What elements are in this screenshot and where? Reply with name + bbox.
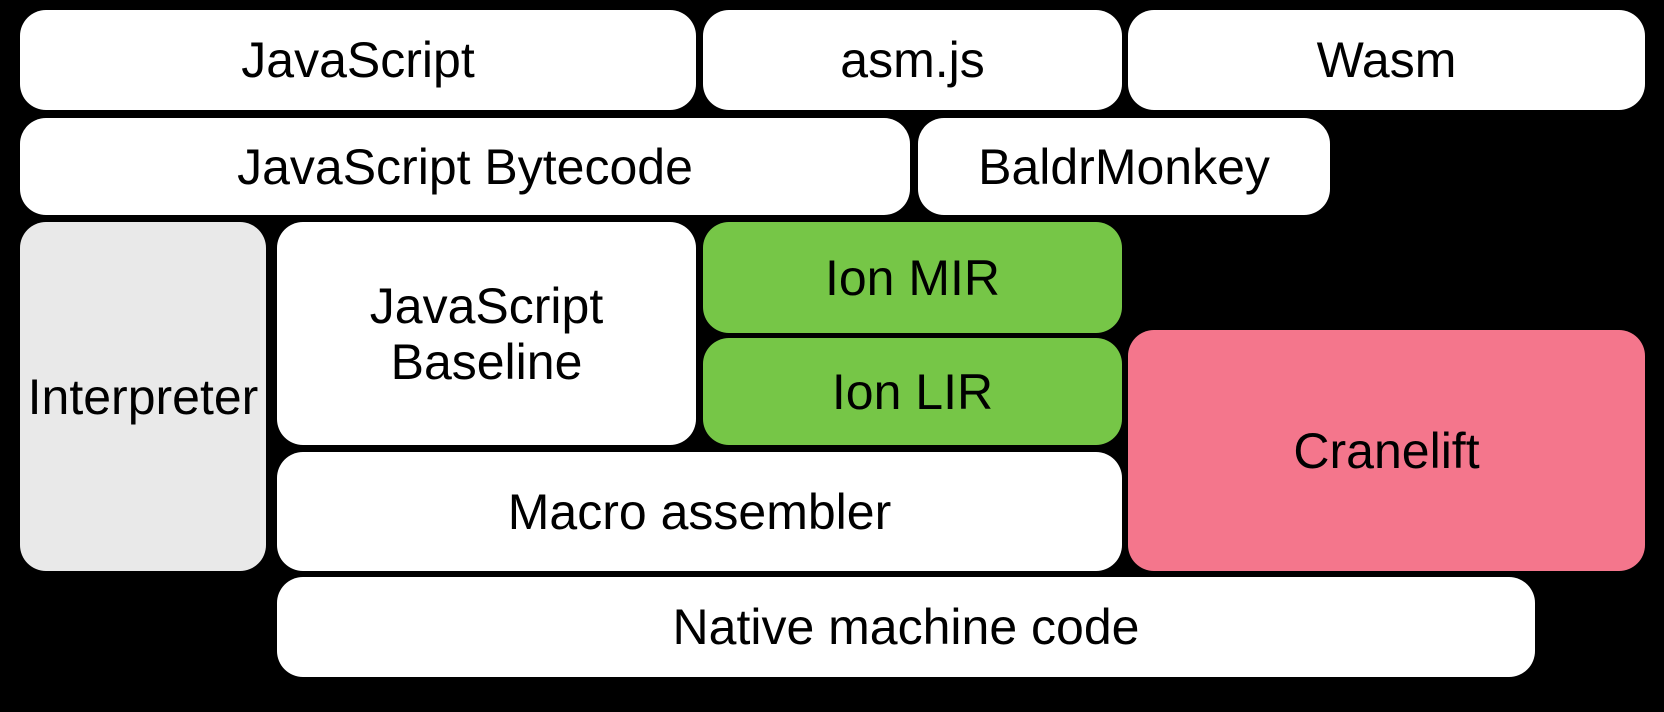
node-baldrmonkey: BaldrMonkey [918, 118, 1330, 215]
node-interpreter: Interpreter [20, 222, 266, 571]
node-native-machine-code: Native machine code [277, 577, 1535, 677]
node-javascript-baseline: JavaScript Baseline [277, 222, 696, 445]
node-wasm: Wasm [1128, 10, 1645, 110]
node-cranelift: Cranelift [1128, 330, 1645, 571]
node-asm-js: asm.js [703, 10, 1122, 110]
node-javascript-bytecode: JavaScript Bytecode [20, 118, 910, 215]
node-ion-mir: Ion MIR [703, 222, 1122, 333]
node-ion-lir: Ion LIR [703, 338, 1122, 445]
node-javascript: JavaScript [20, 10, 696, 110]
node-macro-assembler: Macro assembler [277, 452, 1122, 571]
